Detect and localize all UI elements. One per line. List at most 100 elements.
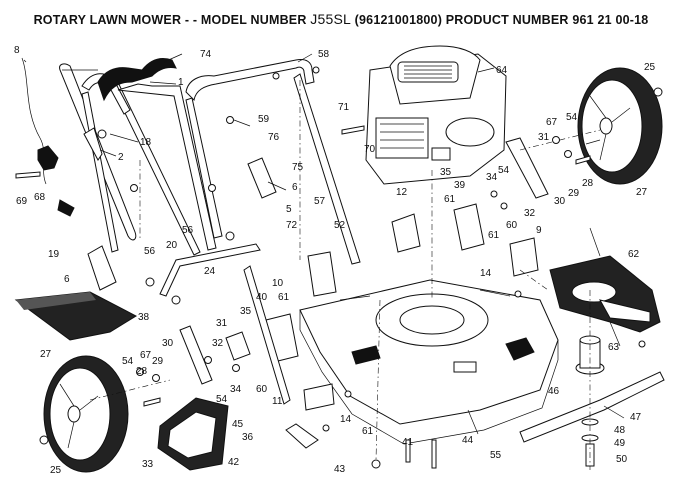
callout-20: 20	[166, 240, 178, 251]
callout-6-left: 6	[64, 274, 70, 285]
callout-14-low: 14	[340, 414, 352, 425]
callout-18: 18	[140, 137, 152, 148]
callout-50: 50	[616, 454, 628, 465]
leader-lines	[99, 53, 625, 435]
callout-72: 72	[286, 220, 298, 231]
handle-grip	[97, 57, 177, 102]
callout-54-top: 54	[566, 112, 578, 123]
engine-zone-control	[37, 127, 138, 217]
callout-61-low: 61	[362, 426, 374, 437]
cover-plate-left	[87, 245, 117, 291]
callout-25-low: 25	[50, 465, 62, 476]
callout-41: 41	[402, 437, 414, 448]
callout-70: 70	[364, 144, 376, 155]
callout-60-top: 60	[506, 220, 518, 231]
callout-45: 45	[232, 419, 244, 430]
callout-46: 46	[548, 386, 560, 397]
callout-11: 11	[272, 396, 283, 407]
title-model-number: J55SL	[310, 11, 351, 27]
callout-68: 68	[34, 192, 46, 203]
callout-numbers: 8 74 1 58 64 25 18 2 59 76 71 70 31 67 5…	[14, 45, 656, 476]
callout-32-low: 32	[212, 338, 224, 349]
callout-48: 48	[614, 425, 626, 436]
callout-58: 58	[318, 49, 330, 60]
callout-19: 19	[48, 249, 60, 260]
callout-43: 43	[334, 464, 346, 475]
callout-67-top: 67	[546, 117, 558, 128]
callout-75: 75	[292, 162, 304, 173]
callout-54-mid: 54	[498, 165, 510, 176]
callout-24: 24	[204, 266, 216, 277]
callout-60-low: 60	[256, 384, 268, 395]
callout-12: 12	[396, 187, 408, 198]
mower-deck	[299, 279, 559, 445]
callout-27-low: 27	[40, 349, 52, 360]
callout-33: 33	[142, 459, 154, 470]
callout-67-low: 67	[140, 350, 152, 361]
callout-56-left: 56	[144, 246, 156, 257]
callout-47: 47	[630, 412, 642, 423]
callout-61-top: 61	[444, 194, 456, 205]
callout-61-left: 61	[278, 292, 290, 303]
callout-49: 49	[614, 438, 626, 449]
callout-29-low: 29	[152, 356, 164, 367]
wheel-rear-right	[577, 67, 663, 185]
callout-35-top: 35	[440, 167, 452, 178]
rear-axle-bracket	[307, 203, 539, 297]
callout-28-low: 28	[136, 366, 148, 377]
side-discharge-shield	[157, 397, 229, 471]
callout-57: 57	[314, 196, 326, 207]
callout-14-top: 14	[480, 268, 492, 279]
callout-9: 9	[536, 225, 542, 236]
callout-63: 63	[608, 342, 620, 353]
callout-62: 62	[628, 249, 640, 260]
callout-52: 52	[334, 220, 346, 231]
assembly-lines	[89, 80, 601, 470]
wheel-front-left	[43, 355, 129, 473]
callout-31-low: 31	[216, 318, 228, 329]
callout-2: 2	[118, 152, 124, 163]
title-product-number: (96121001800) PRODUCT NUMBER 961 21 00-1…	[354, 13, 649, 27]
callout-29-top: 29	[568, 188, 580, 199]
callout-36: 36	[242, 432, 254, 443]
callout-10: 10	[272, 278, 284, 289]
callout-28-top: 28	[582, 178, 594, 189]
callout-34-top: 34	[486, 172, 498, 183]
callout-76: 76	[268, 132, 280, 143]
callout-1: 1	[178, 77, 184, 88]
callout-38: 38	[138, 312, 150, 323]
callout-25-top: 25	[644, 62, 656, 73]
callout-71: 71	[338, 102, 350, 113]
callout-54-bottom: 54	[216, 394, 228, 405]
front-wheel-arm	[179, 313, 335, 411]
rear-discharge-chute	[549, 255, 661, 333]
height-adjuster-rod	[145, 231, 261, 305]
callout-39: 39	[454, 180, 466, 191]
callout-74: 74	[200, 49, 212, 60]
handle-upper-right	[185, 59, 361, 265]
callout-6-right: 6	[292, 182, 298, 193]
bolts	[15, 125, 591, 469]
engine	[365, 45, 507, 185]
callout-42: 42	[228, 457, 240, 468]
callout-40: 40	[256, 292, 268, 303]
callout-32-top: 32	[524, 208, 536, 219]
callout-35-low: 35	[240, 306, 252, 317]
callout-61-mid: 61	[488, 230, 500, 241]
callout-31-top: 31	[538, 132, 550, 143]
callout-56-top: 56	[182, 225, 194, 236]
callout-27-top: 27	[636, 187, 648, 198]
callout-69: 69	[16, 196, 28, 207]
callout-34-low: 34	[230, 384, 242, 395]
callout-64: 64	[496, 65, 508, 76]
callout-54-low: 54	[122, 356, 134, 367]
cover-plate-right	[247, 157, 277, 199]
callout-30-low: 30	[162, 338, 174, 349]
callout-30-top: 30	[554, 196, 566, 207]
rear-wheel-arm	[505, 137, 549, 199]
callout-55: 55	[490, 450, 502, 461]
callout-44: 44	[462, 435, 474, 446]
diagram-title: ROTARY LAWN MOWER - - MODEL NUMBER J55SL…	[0, 11, 682, 27]
title-main: ROTARY LAWN MOWER - - MODEL NUMBER	[33, 13, 307, 27]
